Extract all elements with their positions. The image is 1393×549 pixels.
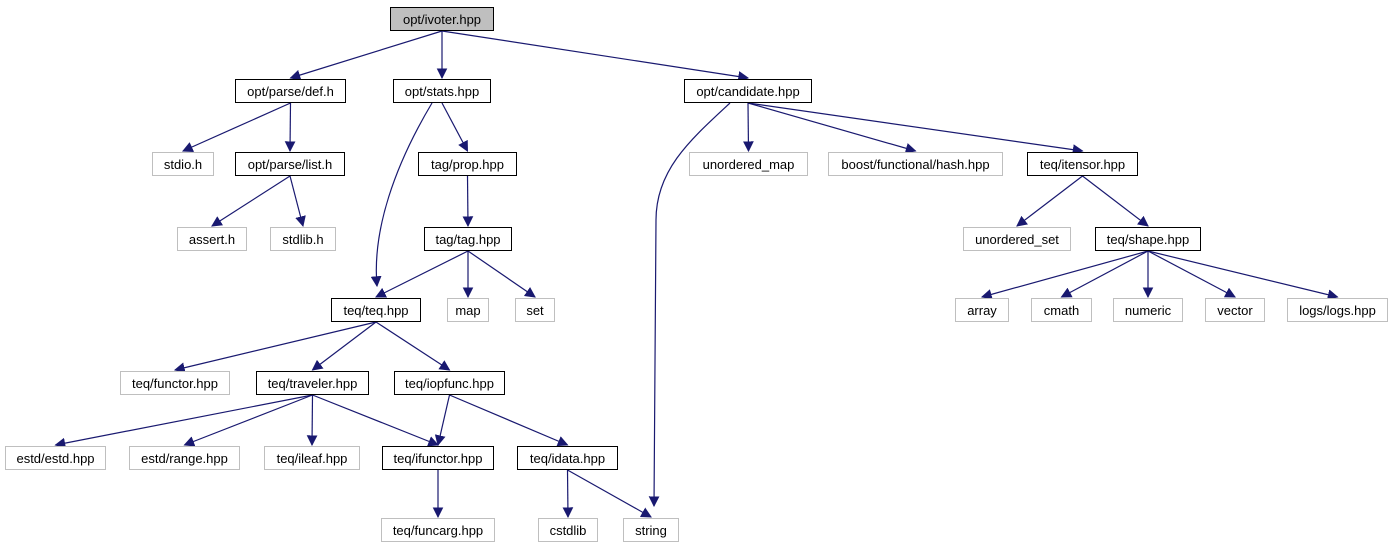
node-cstdlib: cstdlib	[538, 518, 598, 542]
node-teq-traveler-hpp[interactable]: teq/traveler.hpp	[256, 371, 369, 395]
node-opt-ivoter-hpp: opt/ivoter.hpp	[390, 7, 494, 31]
node-logs-logs-hpp: logs/logs.hpp	[1287, 298, 1388, 322]
edge-stats-to-teq_teq	[370, 102, 433, 288]
node-tag-prop-hpp[interactable]: tag/prop.hpp	[418, 152, 517, 176]
edge-tag_tag-to-teq_teq	[375, 250, 469, 298]
node-teq-ileaf-hpp: teq/ileaf.hpp	[264, 446, 360, 470]
edge-stats-to-tag_prop	[441, 102, 469, 152]
edge-traveler-to-estd	[54, 394, 313, 449]
edge-iopfunc-to-idata	[449, 394, 569, 447]
node-teq-shape-hpp[interactable]: teq/shape.hpp	[1095, 227, 1201, 251]
node-teq-functor-hpp: teq/functor.hpp	[120, 371, 230, 395]
node-teq-idata-hpp[interactable]: teq/idata.hpp	[517, 446, 618, 470]
node-unordered-map: unordered_map	[689, 152, 808, 176]
edge-teq_teq-to-functor	[173, 321, 377, 373]
edge-traveler-to-ileaf	[306, 394, 318, 447]
node-vector: vector	[1205, 298, 1265, 322]
node-teq-iopfunc-hpp[interactable]: teq/iopfunc.hpp	[394, 371, 505, 395]
node-teq-ifunctor-hpp[interactable]: teq/ifunctor.hpp	[382, 446, 494, 470]
edge-shape-to-vector	[1147, 250, 1236, 298]
node-boost-functional-hash-hpp: boost/functional/hash.hpp	[828, 152, 1003, 176]
node-set: set	[515, 298, 555, 322]
edge-shape-to-cmath	[1060, 250, 1149, 298]
node-assert-h: assert.h	[177, 227, 247, 251]
edge-itensor-to-shape	[1082, 175, 1149, 227]
node-array: array	[955, 298, 1009, 322]
node-teq-itensor-hpp[interactable]: teq/itensor.hpp	[1027, 152, 1138, 176]
node-opt-parse-list-h[interactable]: opt/parse/list.h	[235, 152, 345, 176]
node-estd-range-hpp: estd/range.hpp	[129, 446, 240, 470]
edge-teq_teq-to-traveler	[311, 321, 377, 371]
edge-parse_def-to-parse_list	[284, 102, 296, 153]
node-estd-estd-hpp: estd/estd.hpp	[5, 446, 106, 470]
node-stdlib-h: stdlib.h	[270, 227, 336, 251]
edge-candidate-to-string	[648, 102, 731, 508]
node-stdio-h: stdio.h	[152, 152, 214, 176]
edge-shape-to-logs	[1147, 250, 1339, 300]
edge-candidate-to-itensor	[747, 102, 1084, 155]
node-tag-tag-hpp[interactable]: tag/tag.hpp	[424, 227, 512, 251]
edge-itensor-to-unordered_set	[1016, 175, 1083, 227]
edge-root-to-parse_def	[289, 30, 443, 81]
edge-parse_list-to-assert	[211, 175, 291, 227]
node-numeric: numeric	[1113, 298, 1183, 322]
edge-candidate-to-unordered_map	[742, 102, 754, 153]
node-teq-funcarg-hpp: teq/funcarg.hpp	[381, 518, 495, 542]
edge-idata-to-cstdlib	[562, 469, 574, 519]
edge-traveler-to-ifunctor	[312, 394, 440, 447]
node-cmath: cmath	[1031, 298, 1092, 322]
edge-parse_list-to-stdlib	[289, 175, 306, 228]
edge-parse_def-to-stdio	[182, 102, 291, 152]
edge-teq_teq-to-iopfunc	[375, 321, 451, 371]
edge-iopfunc-to-ifunctor	[434, 394, 451, 447]
edge-tag_prop-to-tag_tag	[462, 175, 474, 228]
edge-root-to-candidate	[441, 30, 750, 82]
node-unordered-set: unordered_set	[963, 227, 1071, 251]
edge-candidate-to-boost_hash	[747, 102, 917, 154]
edge-tag_tag-to-set	[467, 250, 536, 298]
node-teq-teq-hpp[interactable]: teq/teq.hpp	[331, 298, 421, 322]
node-opt-stats-hpp[interactable]: opt/stats.hpp	[393, 79, 491, 103]
edge-idata-to-string	[567, 469, 652, 518]
edge-shape-to-array	[980, 250, 1149, 300]
node-opt-candidate-hpp[interactable]: opt/candidate.hpp	[684, 79, 812, 103]
node-string: string	[623, 518, 679, 542]
node-map: map	[447, 298, 489, 322]
edge-traveler-to-range	[183, 394, 313, 447]
node-opt-parse-def-h[interactable]: opt/parse/def.h	[235, 79, 346, 103]
